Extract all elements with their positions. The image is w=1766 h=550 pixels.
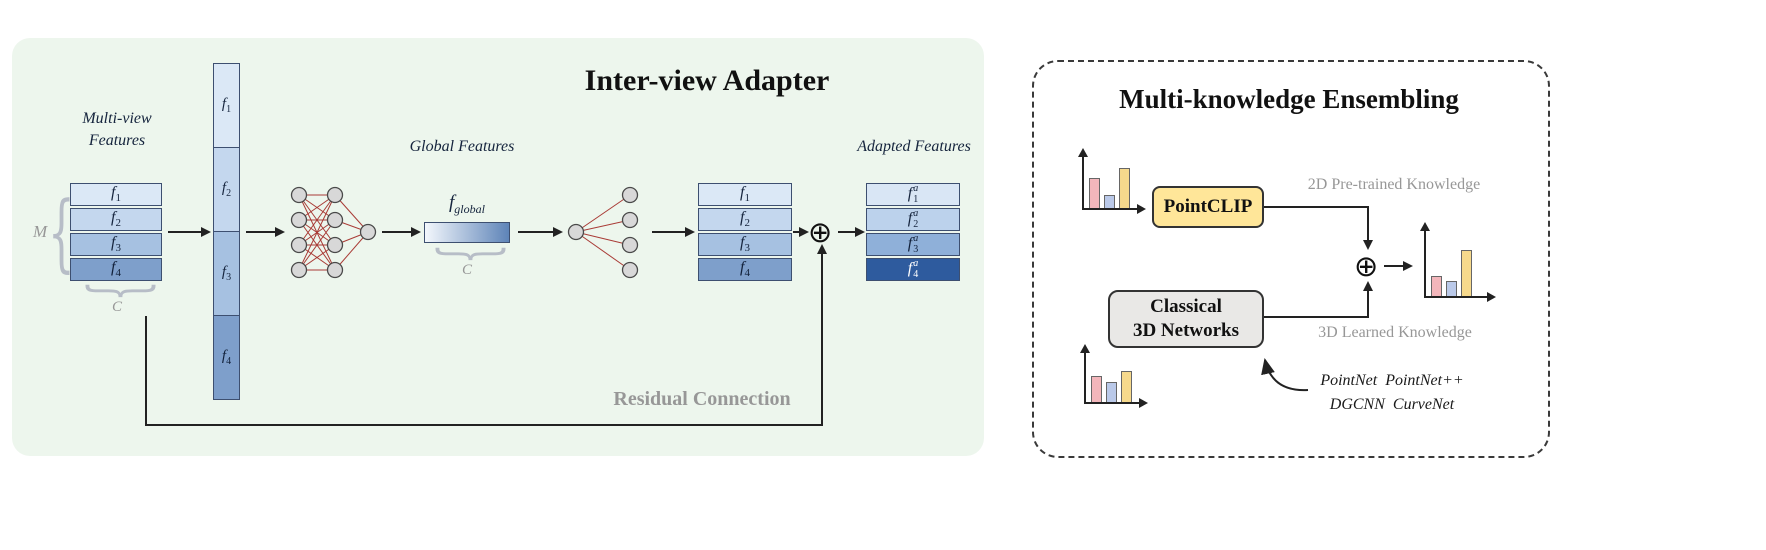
multiview-features-label: Multi-view Features <box>82 110 152 149</box>
column-seg-f1: f1 <box>213 63 240 148</box>
column-seg-f3: f3 <box>213 231 240 316</box>
feature-label: f4 <box>221 348 232 367</box>
classical-3d-networks-box: Classical 3D Networks <box>1108 290 1264 348</box>
encoder-mlp-icon <box>290 186 377 279</box>
connector-3d-arrowhead <box>1363 281 1373 291</box>
chart-x-axis <box>1424 292 1496 302</box>
c-brace-input: { <box>71 280 161 302</box>
multiview-feature-stack: f1 f2 f3 f4 <box>70 183 162 281</box>
residual-connection-line <box>145 424 823 426</box>
c-dimension-label-global: C <box>461 262 472 278</box>
multi-knowledge-ensembling-title: Multi-knowledge Ensembling <box>1119 84 1459 114</box>
column-seg-f4: f4 <box>213 315 240 400</box>
feature-row-f4: f4 <box>698 258 792 281</box>
inter-view-adapter-title: Inter-view Adapter <box>584 64 830 97</box>
arrow-column-to-encoder <box>246 227 285 237</box>
arrow-plus-to-adapted <box>838 227 865 237</box>
chart-y-axis <box>1080 344 1090 404</box>
feature-label: f1 <box>111 184 121 205</box>
pointclip-box: PointCLIP <box>1152 186 1264 228</box>
knowledge-3d-label: 3D Learned Knowledge <box>1318 324 1472 341</box>
arrow-global-to-decoder <box>518 227 563 237</box>
bar-chart-icon-3d <box>1078 344 1148 410</box>
knowledge-2d-label: 2D Pre-trained Knowledge <box>1307 176 1481 193</box>
ensemble-add-icon: ⊕ <box>1354 249 1379 283</box>
column-seg-f2: f2 <box>213 147 240 232</box>
c-dimension-label-input: C <box>111 299 122 315</box>
curved-arrow-icon <box>1261 358 1309 392</box>
connector-3d-line <box>1264 316 1369 318</box>
f-global-label: fglobal <box>449 192 485 216</box>
bar-yellow <box>1119 168 1130 208</box>
decoder-mlp-icon <box>567 186 639 279</box>
chart-bars <box>1091 371 1132 402</box>
feature-row-f4: f4 <box>70 258 162 281</box>
bar-blue <box>1104 195 1115 208</box>
feature-label: f1 <box>740 184 750 205</box>
feature-label: f4 <box>111 259 121 280</box>
arrow-stack-to-column <box>168 227 211 237</box>
feature-row-f3: f3 <box>70 233 162 256</box>
feature-label: f2 <box>111 209 121 230</box>
arrow-encoder-to-global <box>382 227 421 237</box>
chart-bars <box>1431 250 1472 296</box>
c-brace-global: { <box>421 243 511 265</box>
adapted-features-label: Adapted Features <box>857 138 971 155</box>
feature-label: f2 <box>221 180 232 199</box>
feature-row-f3: f3 <box>698 233 792 256</box>
elementwise-add-icon: ⊕ <box>808 215 833 249</box>
bar-yellow <box>1121 371 1132 402</box>
connector-3d-line <box>1367 288 1369 318</box>
residual-connection-label: Residual Connection <box>613 388 791 410</box>
bar-pink <box>1091 376 1102 402</box>
feature-row-f2: f2 <box>698 208 792 231</box>
bar-pink <box>1431 276 1442 296</box>
feature-label: f3 <box>111 234 121 255</box>
bar-yellow <box>1461 250 1472 296</box>
connector-2d-arrowhead <box>1363 240 1373 250</box>
connector-2d-line <box>1264 206 1369 208</box>
chart-bars <box>1089 168 1130 208</box>
connector-2d-line <box>1367 206 1369 244</box>
bar-blue <box>1106 382 1117 402</box>
feature-label: f1 <box>221 96 232 115</box>
residual-arrowhead <box>817 244 827 254</box>
bar-pink <box>1089 178 1100 208</box>
decoded-feature-stack: f1 f2 f3 f4 <box>698 183 792 281</box>
feature-row-f1: f1 <box>70 183 162 206</box>
global-features-label: Global Features <box>409 138 515 155</box>
arrow-plus-to-output <box>1384 261 1413 271</box>
arrow-decoder-to-stack <box>652 227 695 237</box>
feature-label: f3 <box>221 264 232 283</box>
arrow-stack-to-plus <box>793 227 809 237</box>
chart-x-axis <box>1082 204 1146 214</box>
networks-list-line2: DGCNN CurveNet <box>1329 396 1455 413</box>
feature-label: f3 <box>740 234 750 255</box>
feature-row-f1: f1 <box>698 183 792 206</box>
feature-row-f2: f2 <box>70 208 162 231</box>
ensembled-output-chart-icon <box>1418 222 1496 304</box>
residual-connection-line <box>145 316 147 426</box>
chart-y-axis <box>1420 222 1430 298</box>
global-feature-bar <box>424 222 510 243</box>
bar-chart-icon-2d <box>1076 148 1146 216</box>
chart-y-axis <box>1078 148 1088 210</box>
residual-connection-line <box>821 252 823 424</box>
feature-label: f2 <box>740 209 750 230</box>
feature-label: f4 <box>740 259 750 280</box>
concatenated-feature-column: f1 f2 f3 f4 <box>213 63 240 400</box>
m-dimension-label: M <box>33 222 48 241</box>
networks-list-line1: PointNet PointNet++ <box>1320 372 1464 389</box>
bar-blue <box>1446 281 1457 296</box>
chart-x-axis <box>1084 398 1148 408</box>
